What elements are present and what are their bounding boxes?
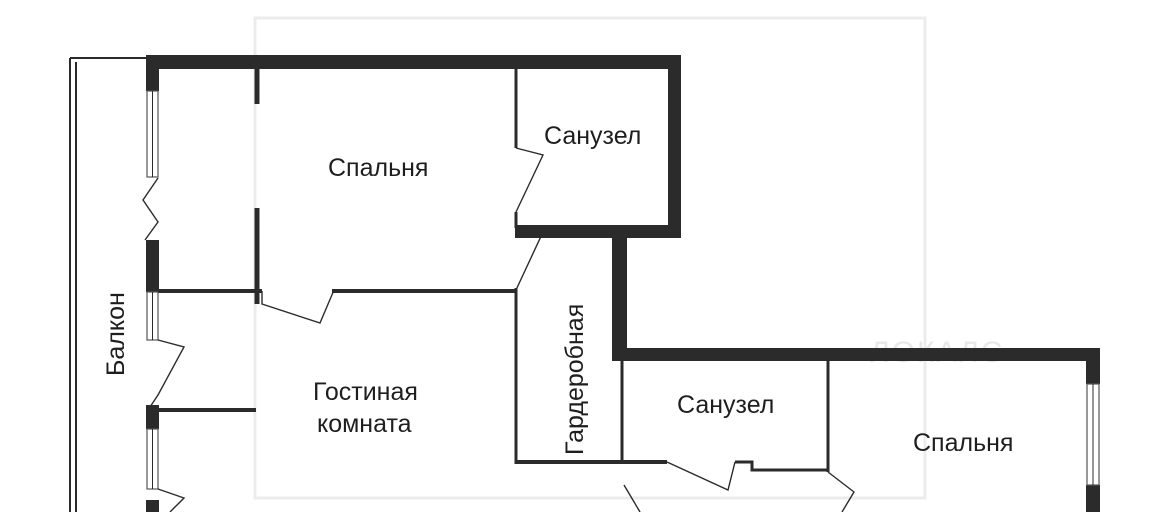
- door-bathroom-bottom: [666, 461, 736, 491]
- door-bathroom-top: [515, 147, 544, 213]
- doors: [142, 147, 855, 512]
- interior-walls: [157, 68, 830, 472]
- door-balcony-middle: [149, 339, 186, 408]
- label-bedroom-top: Спальня: [328, 154, 428, 182]
- label-wardrobe: Гардеробная: [561, 304, 589, 455]
- label-living-line1: Гостиная: [313, 378, 418, 406]
- door-balcony-top: [142, 177, 159, 241]
- door-balcony-bottom: [157, 488, 186, 512]
- walls: [146, 55, 1100, 512]
- label-bathroom-top: Санузел: [544, 122, 641, 150]
- room-labels: Спальня Санузел Балкон Гардеробная Гости…: [102, 122, 1013, 457]
- windows: [146, 90, 1100, 490]
- label-bathroom-bottom: Санузел: [677, 391, 774, 419]
- door-bedroom-right: [827, 471, 855, 512]
- label-living-line2: комната: [317, 410, 412, 438]
- label-bedroom-right: Спальня: [913, 429, 1013, 457]
- door-bedroom: [261, 289, 335, 324]
- door-wardrobe: [515, 227, 545, 291]
- balcony-outline: [69, 57, 148, 512]
- label-balcony: Балкон: [102, 292, 130, 376]
